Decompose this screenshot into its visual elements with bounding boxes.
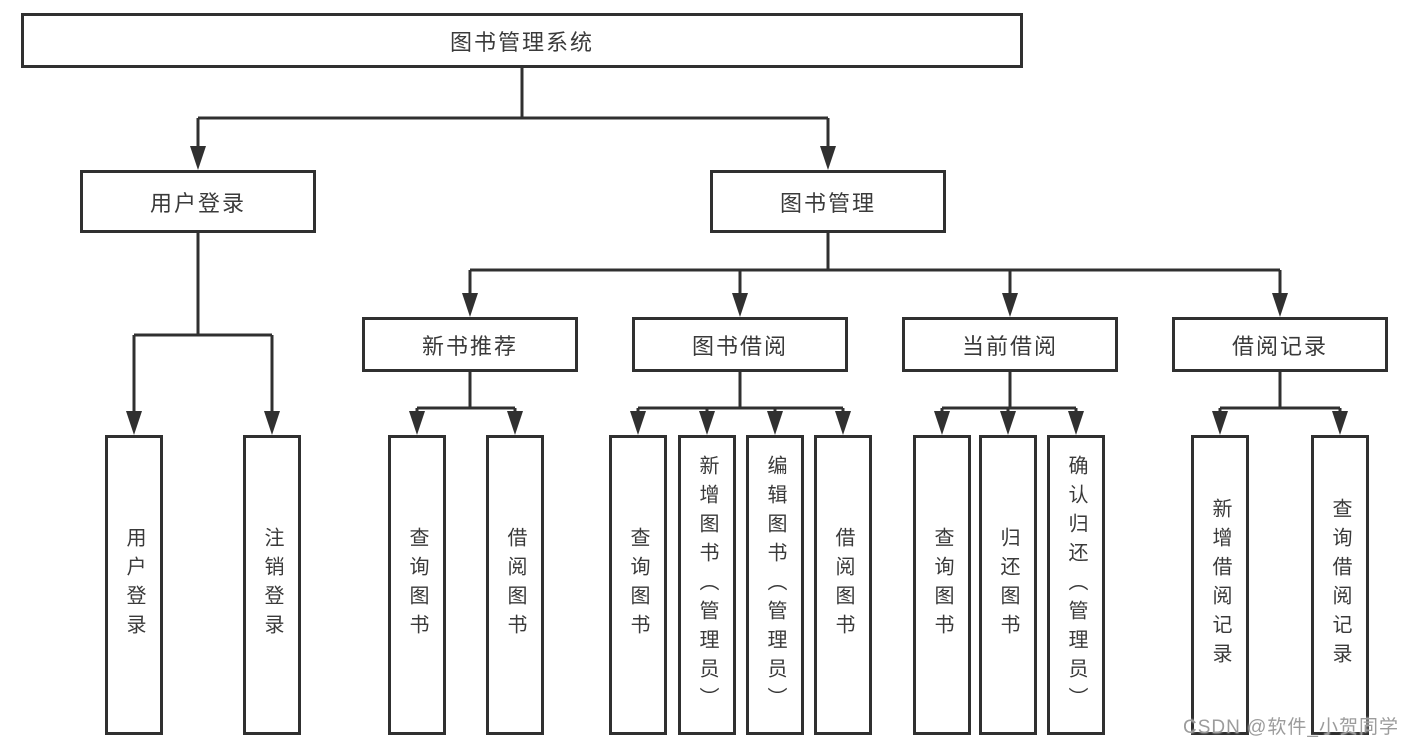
node-label: 查询图书 <box>627 527 649 643</box>
node-label: 编辑图书（管理员） <box>764 454 786 716</box>
node-label: 注销登录 <box>261 527 283 643</box>
node-label: 归还图书 <box>997 527 1019 643</box>
node-library-management-system: 图书管理系统 <box>21 13 1023 68</box>
node-label: 借阅图书 <box>832 527 854 643</box>
leaf-confirm-return-admin: 确认归还（管理员） <box>1047 435 1105 735</box>
arrowheads-user-login-children <box>126 411 280 435</box>
leaf-add-borrow-record: 新增借阅记录 <box>1191 435 1249 735</box>
node-label: 用户登录 <box>149 190 246 216</box>
node-label: 图书借阅 <box>691 333 788 359</box>
node-label: 图书管理 <box>779 190 876 216</box>
leaf-query-books: 查询图书 <box>913 435 971 735</box>
leaf-user-login: 用户登录 <box>105 435 163 735</box>
arrowheads-level3 <box>462 293 1288 317</box>
connector-book-borrow-fan <box>636 372 845 415</box>
connector-borrow-records-fan <box>1218 372 1342 415</box>
leaf-add-books-admin: 新增图书（管理员） <box>678 435 736 735</box>
arrowheads-level2 <box>190 146 836 170</box>
node-label: 查询图书 <box>931 527 953 643</box>
node-label: 新增借阅记录 <box>1209 498 1231 672</box>
node-user-login: 用户登录 <box>80 170 316 233</box>
leaf-logout: 注销登录 <box>243 435 301 735</box>
csdn-watermark: CSDN @软件_小贺同学 <box>1183 717 1399 738</box>
node-label: 用户登录 <box>123 527 145 643</box>
leaf-return-books: 归还图书 <box>979 435 1037 735</box>
leaf-edit-books-admin: 编辑图书（管理员） <box>746 435 804 735</box>
leaf-borrow-books: 借阅图书 <box>486 435 544 735</box>
node-book-borrowing: 图书借阅 <box>632 317 848 372</box>
connector-current-borrow-fan <box>940 372 1078 415</box>
node-current-borrowing: 当前借阅 <box>902 317 1118 372</box>
leaf-borrow-books: 借阅图书 <box>814 435 872 735</box>
node-label: 图书管理系统 <box>449 29 594 55</box>
node-new-book-recommendation: 新书推荐 <box>362 317 578 372</box>
node-borrowing-records: 借阅记录 <box>1172 317 1388 372</box>
leaf-query-books: 查询图书 <box>609 435 667 735</box>
node-label: 借阅记录 <box>1231 333 1328 359</box>
leaf-query-books: 查询图书 <box>388 435 446 735</box>
node-label: 查询借阅记录 <box>1329 498 1351 672</box>
node-label: 确认归还（管理员） <box>1065 454 1087 716</box>
connector-user-login-fan <box>132 233 274 415</box>
connector-root-to-level2 <box>196 68 830 150</box>
node-label: 新增图书（管理员） <box>696 454 718 716</box>
node-label: 新书推荐 <box>421 333 518 359</box>
node-label: 当前借阅 <box>961 333 1058 359</box>
node-book-management: 图书管理 <box>710 170 946 233</box>
connector-new-book-fan <box>415 372 517 415</box>
node-label: 借阅图书 <box>504 527 526 643</box>
connector-book-management-fan <box>468 233 1282 297</box>
leaf-query-borrow-record: 查询借阅记录 <box>1311 435 1369 735</box>
arrowheads-level4 <box>409 411 1348 435</box>
node-label: 查询图书 <box>406 527 428 643</box>
